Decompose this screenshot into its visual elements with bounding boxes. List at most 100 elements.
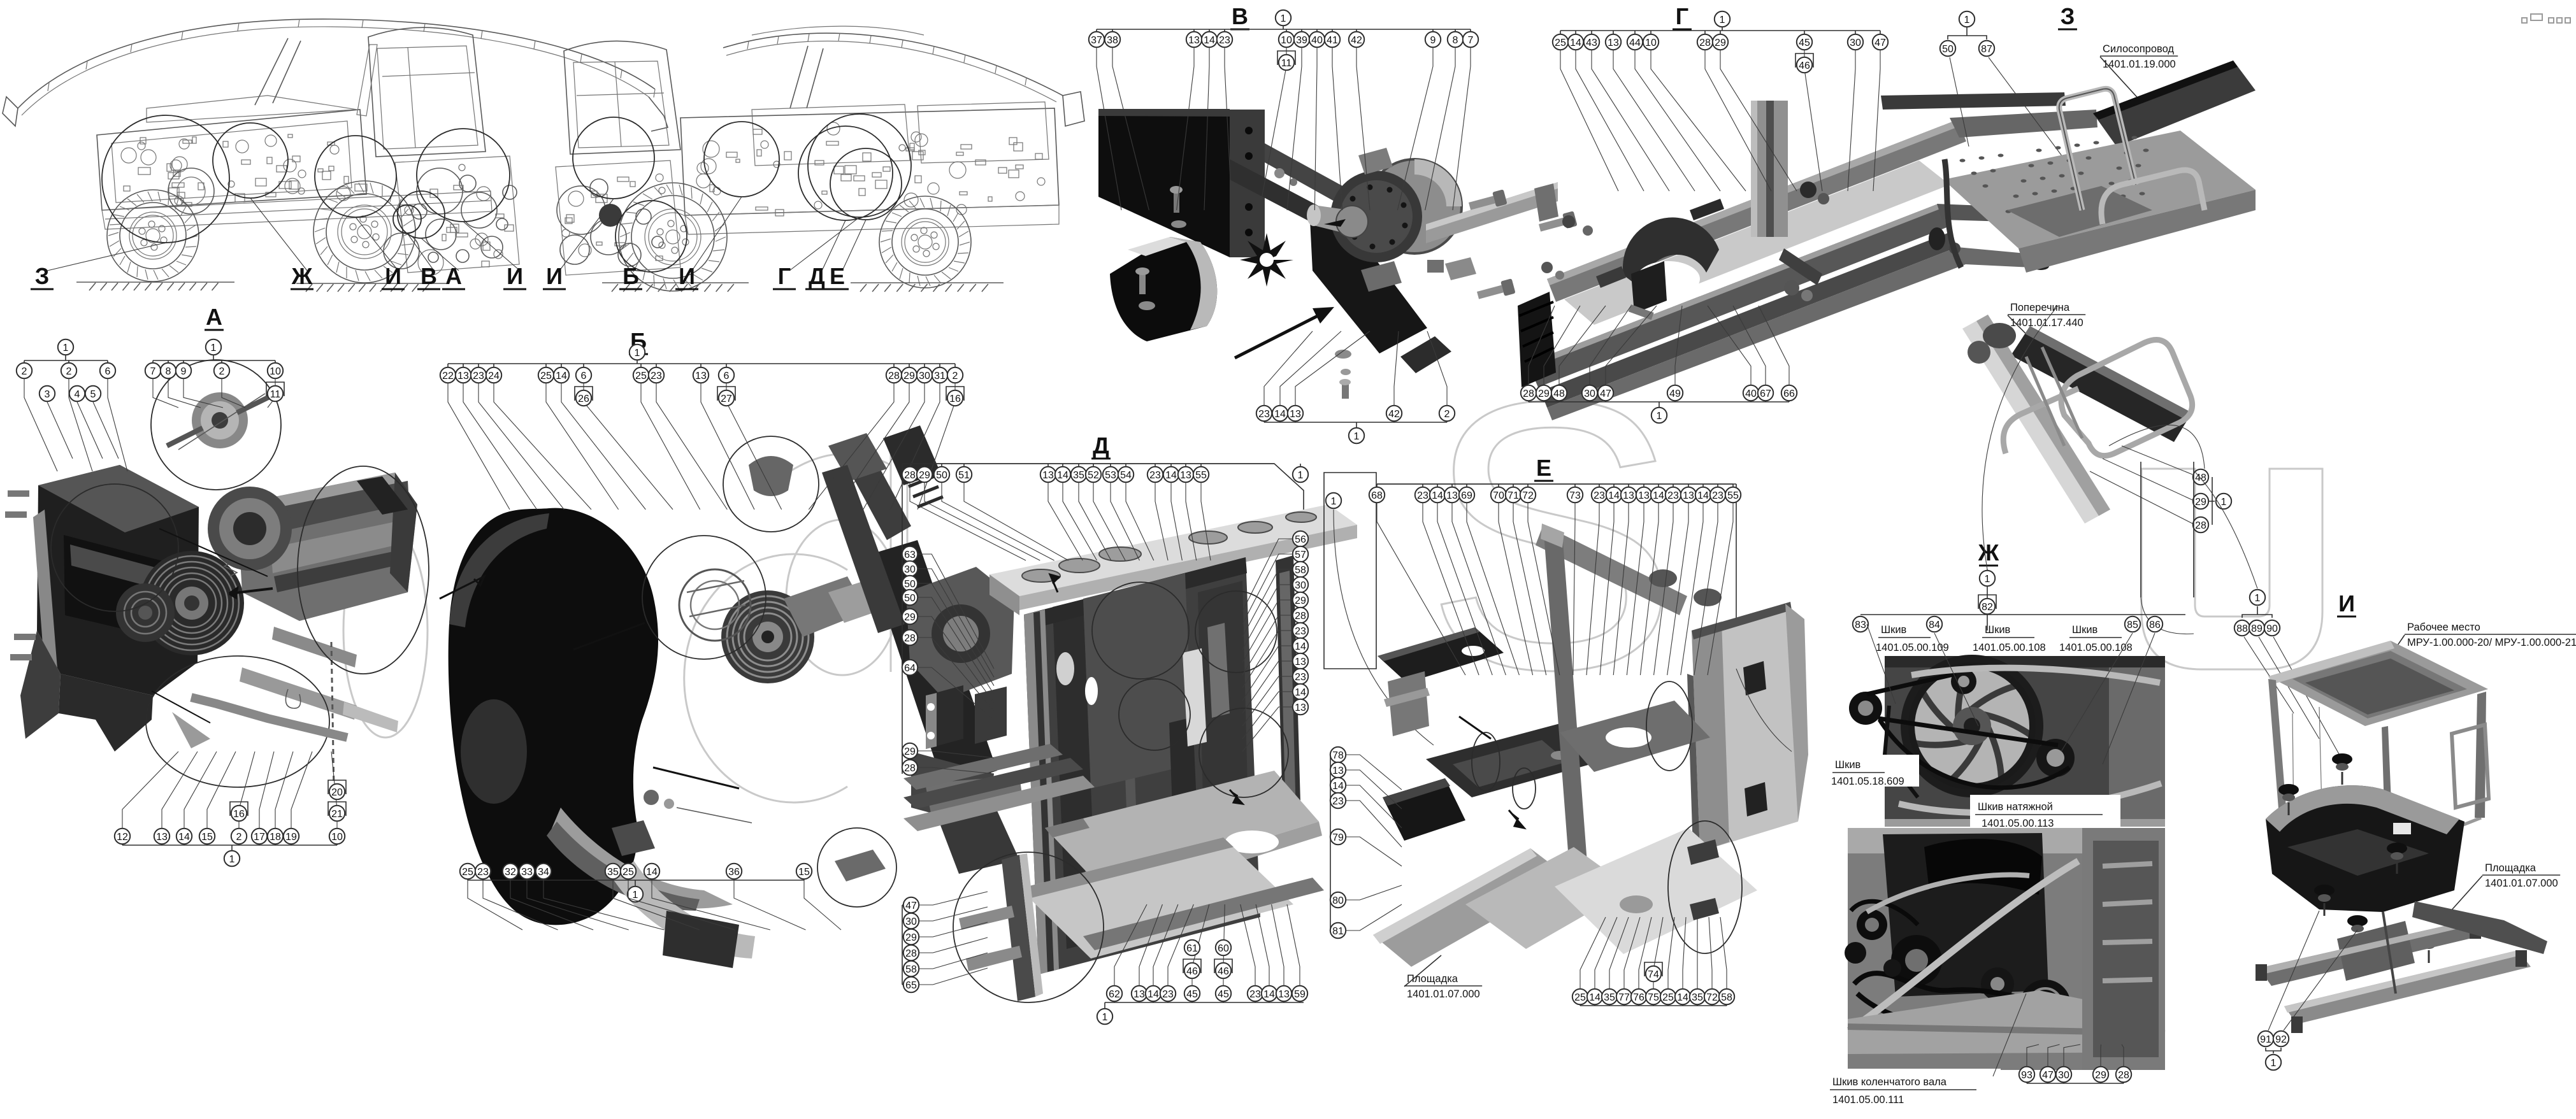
svg-text:3: 3: [45, 389, 50, 400]
svg-text:14: 14: [1653, 490, 1664, 501]
svg-text:1401.05.00.108: 1401.05.00.108: [2059, 642, 2133, 653]
svg-text:30: 30: [1295, 580, 1306, 591]
svg-text:Шкив коленчатого вала: Шкив коленчатого вала: [1832, 1076, 1947, 1088]
svg-text:В: В: [421, 263, 437, 289]
svg-text:6: 6: [581, 371, 587, 381]
svg-text:14: 14: [1057, 470, 1069, 481]
svg-text:Шкив: Шкив: [1985, 624, 2011, 636]
svg-text:25: 25: [462, 867, 473, 878]
svg-text:13: 13: [1295, 702, 1306, 713]
svg-text:10: 10: [331, 832, 343, 843]
svg-text:40: 40: [1745, 388, 1757, 399]
svg-text:50: 50: [936, 470, 947, 481]
svg-text:28: 28: [1523, 388, 1534, 399]
svg-text:13: 13: [695, 371, 707, 381]
svg-text:29: 29: [903, 371, 915, 381]
svg-text:14: 14: [1165, 470, 1177, 481]
svg-text:1: 1: [211, 343, 217, 353]
svg-text:13: 13: [1042, 470, 1054, 481]
svg-text:13: 13: [1623, 490, 1634, 501]
svg-text:15: 15: [201, 832, 213, 843]
svg-text:43: 43: [1586, 38, 1597, 48]
svg-text:46: 46: [1218, 966, 1229, 977]
svg-text:82: 82: [1982, 602, 1993, 613]
svg-text:1: 1: [1331, 496, 1337, 507]
svg-text:9: 9: [1430, 35, 1436, 46]
svg-text:Г: Г: [778, 263, 791, 289]
svg-text:30: 30: [904, 564, 916, 575]
svg-text:35: 35: [607, 867, 619, 878]
svg-text:13: 13: [457, 371, 469, 381]
svg-text:Рабочее место: Рабочее место: [2407, 622, 2480, 633]
svg-text:7: 7: [150, 366, 156, 377]
svg-text:З: З: [2061, 3, 2075, 29]
svg-text:56: 56: [1295, 534, 1306, 545]
svg-text:77: 77: [1618, 992, 1630, 1003]
svg-text:1: 1: [1281, 13, 1286, 24]
svg-text:И: И: [2338, 590, 2355, 617]
svg-text:14: 14: [1204, 35, 1215, 46]
svg-text:4: 4: [75, 389, 80, 400]
svg-text:13: 13: [1608, 38, 1619, 48]
svg-text:20: 20: [331, 787, 343, 798]
svg-text:13: 13: [1290, 409, 1301, 420]
svg-text:76: 76: [1633, 992, 1644, 1003]
svg-text:72: 72: [1706, 992, 1718, 1003]
svg-text:2: 2: [66, 366, 72, 377]
svg-text:5: 5: [90, 389, 96, 400]
svg-text:42: 42: [1351, 35, 1362, 46]
svg-text:1401.01.07.000: 1401.01.07.000: [1407, 988, 1480, 1000]
svg-text:23: 23: [477, 867, 489, 878]
svg-text:1: 1: [2221, 497, 2227, 508]
svg-text:8: 8: [1453, 35, 1458, 46]
svg-text:30: 30: [2058, 1070, 2069, 1081]
svg-text:11: 11: [270, 389, 281, 400]
svg-text:25: 25: [1555, 38, 1566, 48]
svg-text:2: 2: [219, 366, 225, 377]
svg-text:25: 25: [622, 867, 634, 878]
svg-text:11: 11: [1281, 58, 1292, 69]
svg-text:35: 35: [1604, 992, 1615, 1003]
svg-text:2: 2: [22, 366, 27, 377]
svg-text:13: 13: [1683, 490, 1694, 501]
svg-text:23: 23: [1162, 989, 1174, 1000]
svg-text:28: 28: [1295, 611, 1306, 622]
svg-text:58: 58: [1295, 565, 1306, 576]
svg-text:39: 39: [1296, 35, 1307, 46]
svg-text:40: 40: [1311, 35, 1323, 46]
svg-text:47: 47: [905, 901, 917, 911]
svg-text:17: 17: [254, 832, 265, 843]
svg-text:13: 13: [1332, 766, 1344, 776]
svg-text:Шкив: Шкив: [1835, 759, 1861, 771]
svg-text:50: 50: [1942, 44, 1954, 55]
svg-text:32: 32: [505, 867, 516, 878]
svg-text:45: 45: [1799, 38, 1810, 48]
svg-text:28: 28: [1699, 38, 1711, 48]
svg-text:44: 44: [1629, 38, 1641, 48]
svg-text:54: 54: [1120, 470, 1132, 481]
svg-text:23: 23: [1332, 796, 1344, 807]
svg-text:2: 2: [1444, 409, 1450, 420]
svg-text:28: 28: [904, 470, 916, 481]
svg-text:85: 85: [2127, 620, 2138, 631]
svg-text:23: 23: [1258, 409, 1270, 420]
svg-text:57: 57: [1295, 550, 1306, 560]
svg-text:14: 14: [1697, 490, 1709, 501]
svg-text:48: 48: [1553, 388, 1565, 399]
svg-text:29: 29: [2195, 497, 2206, 508]
svg-text:1: 1: [1964, 15, 1970, 25]
svg-text:14: 14: [646, 867, 658, 878]
svg-text:1: 1: [1298, 470, 1304, 481]
svg-text:29: 29: [904, 612, 916, 623]
svg-text:16: 16: [949, 394, 961, 404]
svg-text:23: 23: [1594, 490, 1605, 501]
svg-text:65: 65: [905, 980, 917, 991]
svg-text:41: 41: [1327, 35, 1338, 46]
svg-text:8: 8: [166, 366, 171, 377]
svg-text:14: 14: [178, 832, 190, 843]
svg-text:13: 13: [1180, 470, 1191, 481]
svg-text:61: 61: [1186, 943, 1198, 954]
svg-text:74: 74: [1648, 969, 1659, 980]
svg-text:67: 67: [1760, 388, 1771, 399]
svg-text:37: 37: [1091, 35, 1102, 46]
